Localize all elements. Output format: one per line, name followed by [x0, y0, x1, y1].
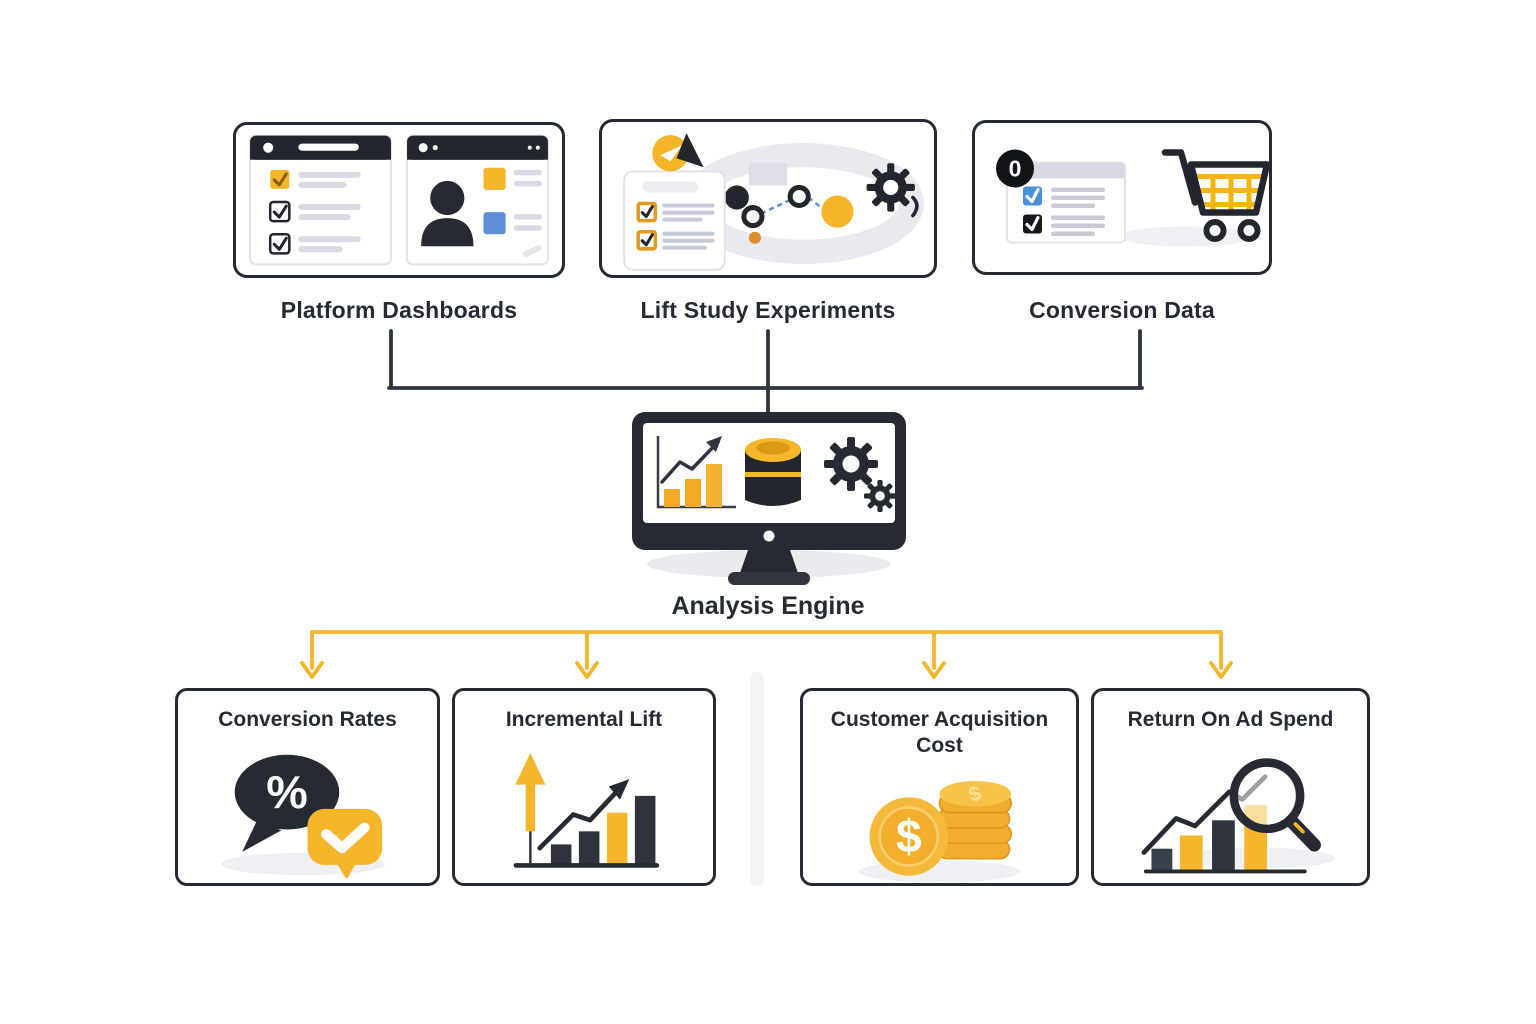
arrowhead-icon: [575, 661, 599, 679]
arrowhead-icon: [300, 661, 324, 679]
blue-tile-icon: [483, 212, 506, 235]
output-title-conversion-rates: Conversion Rates: [218, 708, 397, 731]
check-icon: [272, 204, 288, 219]
gear-icon: [824, 437, 878, 491]
dark-connector-path: [387, 329, 1144, 416]
coins-illustration: $ $: [858, 781, 1021, 883]
source-label-conversion-data: Conversion Data: [1029, 297, 1215, 323]
data-panel-icon: [1006, 161, 1126, 244]
source-label-platform-dashboards: Platform Dashboards: [280, 297, 518, 323]
lift-bars-icon: [550, 795, 655, 865]
check-icon: [272, 236, 288, 251]
magnifier-icon: [1229, 758, 1321, 852]
gear-small-icon: [864, 480, 896, 512]
zero-badge-text: 0: [1009, 156, 1022, 182]
browser-window-icon: [249, 134, 392, 266]
zero-badge-icon: 0: [996, 149, 1034, 188]
check-icon: [1025, 215, 1040, 232]
gear-icon: [866, 163, 919, 218]
analysis-engine-monitor: [608, 404, 928, 592]
send-bubble-icon: [652, 135, 689, 172]
check-icon: [1025, 187, 1040, 204]
coin-dollar-text: $: [896, 810, 922, 862]
percent-bubble-icon: %: [234, 754, 340, 852]
cursor-icon: [676, 133, 704, 168]
profile-window-icon: [406, 134, 549, 266]
output-card-customer-acquisition-cost: Customer Acquisition Cost $ $: [800, 688, 1079, 886]
person-icon: [421, 180, 474, 247]
arrowhead-icon: [1209, 661, 1233, 679]
lift-chart-illustration: [513, 752, 659, 868]
output-title-return-on-ad-spend: Return On Ad Spend: [1127, 708, 1334, 731]
output-card-return-on-ad-spend: Return On Ad Spend: [1091, 688, 1370, 886]
yellow-tile-icon: [483, 167, 506, 190]
trend-arrow-icon: [536, 789, 619, 851]
check-icon: [272, 172, 288, 187]
source-card-lift-study-experiments: [599, 119, 937, 278]
checklist-doc-icon: [623, 170, 726, 271]
yellow-arrow-connector: [300, 630, 1233, 679]
roas-bars-icon: [1150, 804, 1267, 870]
output-card-conversion-rates: Conversion Rates %: [175, 688, 440, 886]
dashboard-windows-illustration: [249, 134, 549, 266]
up-arrow-icon: [514, 752, 545, 865]
experiment-flow-illustration: [623, 133, 924, 271]
check-icon: [640, 233, 654, 247]
shopping-cart-icon: [1161, 149, 1269, 242]
monitor-icon: [632, 412, 906, 585]
engine-label: Analysis Engine: [671, 592, 865, 620]
check-icon: [321, 822, 370, 854]
database-icon: [745, 438, 801, 506]
source-card-conversion-data: 0: [972, 120, 1272, 275]
check-bubble-icon: [307, 808, 383, 878]
percent-text: %: [266, 766, 308, 818]
flow-nodes-icon: [724, 184, 854, 244]
conversion-data-illustration: 0: [996, 149, 1269, 247]
window-dot-icon: [263, 142, 274, 153]
coins-stack-icon: $: [936, 781, 1013, 860]
output-title-customer-acquisition-cost: Customer Acquisition Cost: [830, 708, 1049, 757]
dollar-coin-icon: $: [869, 797, 949, 876]
source-card-platform-dashboards: [233, 122, 565, 278]
checklist-icon: [268, 169, 361, 255]
percent-bubble-illustration: %: [220, 754, 385, 878]
bar-chart-icon: [656, 436, 736, 509]
check-icon: [640, 205, 654, 219]
output-card-incremental-lift: Incremental Lift: [452, 688, 716, 886]
source-label-lift-study-experiments: Lift Study Experiments: [640, 297, 896, 323]
output-title-incremental-lift: Incremental Lift: [505, 708, 663, 731]
group-divider: [750, 672, 764, 886]
arrowhead-icon: [922, 661, 946, 679]
roas-chart-illustration: [1141, 758, 1335, 874]
